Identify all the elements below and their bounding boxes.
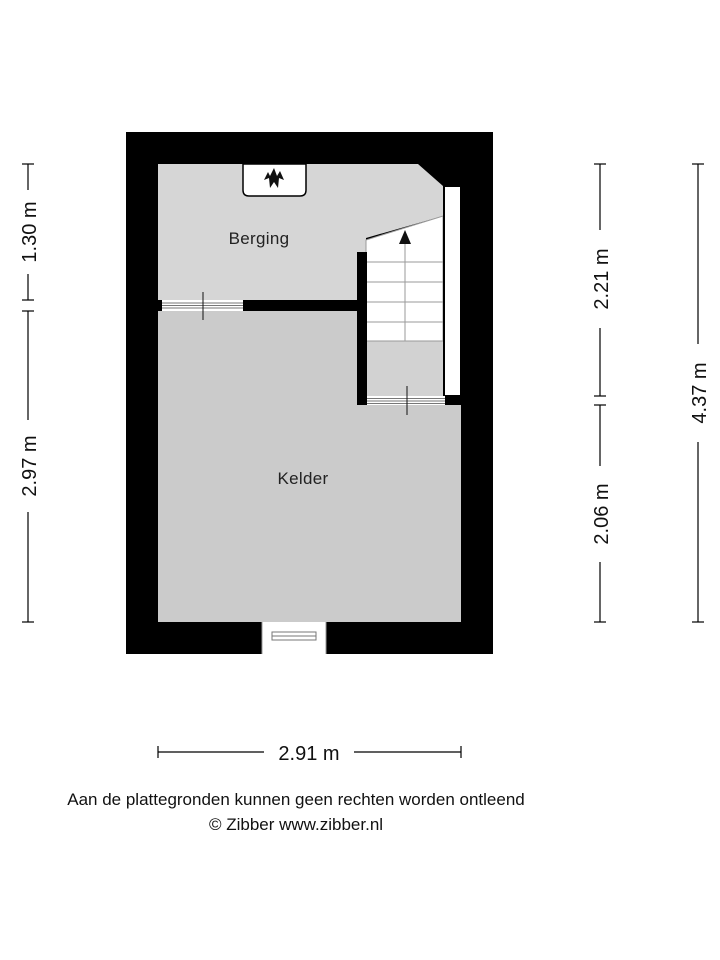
copyright-text: © Zibber www.zibber.nl <box>208 815 384 834</box>
dimension-bottom <box>157 746 462 758</box>
dimension-left <box>22 163 34 623</box>
disclaimer-text: Aan de plattegronden kunnen geen rechten… <box>67 790 525 809</box>
dimension-right-inner-bottom: 2.06 m <box>591 483 613 544</box>
room-label-berging: Berging <box>229 229 290 248</box>
opening-stair <box>367 386 445 415</box>
stair-direction-arrow-icon <box>399 230 411 244</box>
dimension-right-total <box>692 163 704 623</box>
stair-wall-left <box>357 252 367 405</box>
dimension-right-inner <box>594 163 606 623</box>
room-label-kelder: Kelder <box>278 469 329 488</box>
dimension-left-top: 1.30 m <box>19 201 41 262</box>
opening-berging <box>162 292 243 320</box>
interior-wall <box>158 300 358 311</box>
stair-railing <box>443 185 462 397</box>
window-bottom <box>261 622 327 654</box>
dimension-right-total-label: 4.37 m <box>689 362 711 423</box>
dimension-right-inner-top: 2.21 m <box>591 248 613 309</box>
dimension-bottom-label: 2.91 m <box>278 743 339 765</box>
dimension-left-bottom: 2.97 m <box>19 435 41 496</box>
floor-area <box>158 164 461 622</box>
boiler-icon <box>242 163 307 197</box>
